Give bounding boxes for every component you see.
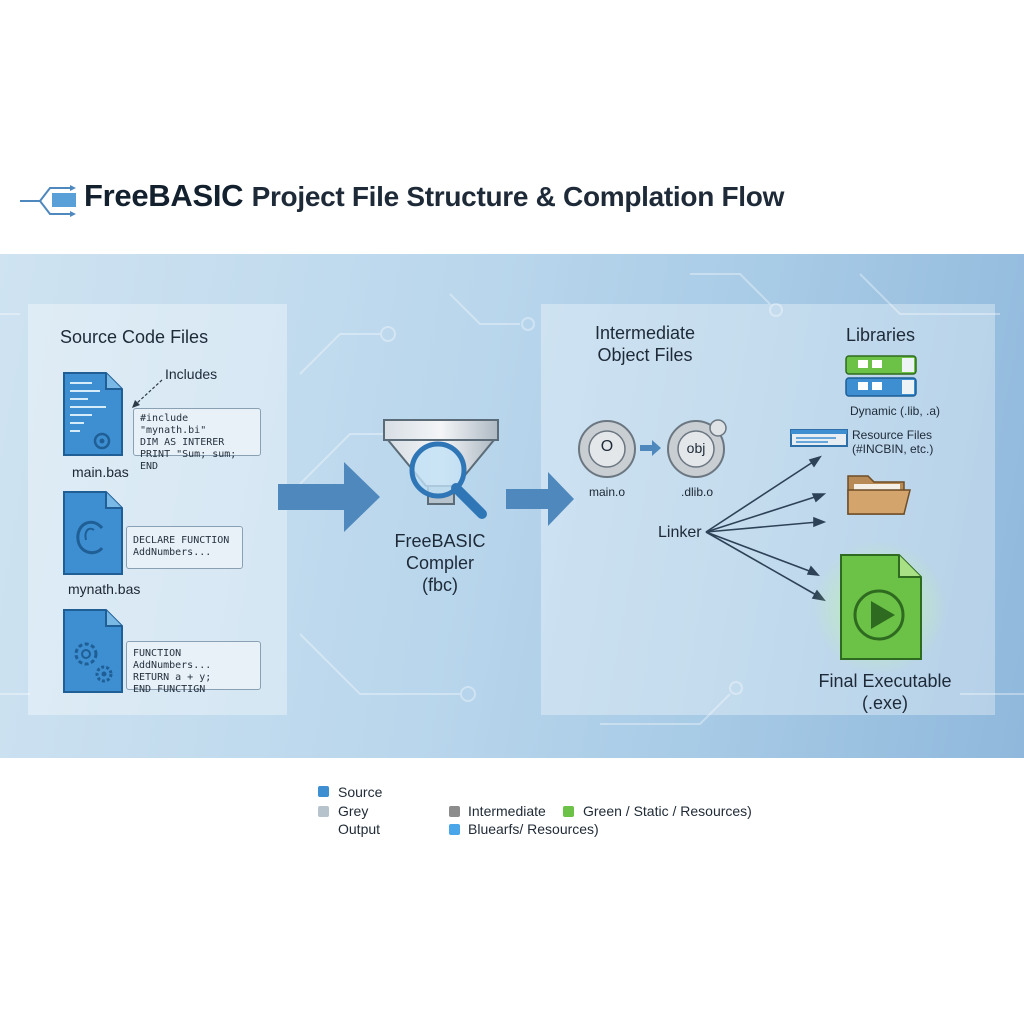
code-line: PRINT "Sum; sum; END: [140, 449, 237, 472]
code-line: RETURN a + y;: [133, 672, 212, 683]
books-icon: [845, 355, 917, 397]
mynath-bas-file-icon[interactable]: [62, 490, 124, 576]
legend-output: Output: [338, 821, 381, 837]
legend-source: Source: [338, 784, 383, 800]
dynamic-label: Dynamic (.lib, .a): [850, 404, 941, 418]
page-title: FreeBASIC Project File Structure & Compl…: [84, 178, 784, 214]
resource-label: Resource Files (#INCBIN, etc.): [852, 428, 933, 456]
main-bas-label: main.bas: [72, 464, 129, 480]
legend-swatch-green: [563, 806, 574, 817]
main-o-glyph: O: [600, 438, 614, 455]
resource-file-icon: [790, 429, 848, 447]
compiler-funnel-icon: [383, 419, 499, 519]
flow-arrow-to-objects: [506, 472, 574, 526]
linker-label: Linker: [658, 524, 702, 541]
legend-swatch-intermediate: [449, 806, 460, 817]
dlib-o-label: .dlib.o: [680, 485, 714, 499]
includes-label: Includes: [165, 366, 218, 382]
main-bas-code: #include "mynath.bi" DIM AS INTERER PRIN…: [133, 408, 261, 472]
compiler-label: FreeBASIC Compler (fbc): [378, 530, 502, 596]
module-file-icon[interactable]: [62, 608, 124, 694]
includes-arrow: [132, 379, 163, 408]
source-heading: Source Code Files: [60, 327, 209, 347]
title-rest: Project File Structure & Complation Flow: [251, 181, 785, 212]
legend-blue: Bluearfs/ Resources): [468, 821, 599, 837]
legend-swatch-blue: [449, 824, 460, 835]
main-o-icon: [578, 420, 636, 478]
compiler-line-2: Compler: [405, 553, 475, 573]
legend-green: Green / Static / Resources): [583, 803, 752, 819]
main-bas-file-icon[interactable]: [62, 371, 124, 457]
code-line: AddNumbers...: [133, 547, 212, 558]
legend-grey: Grey: [338, 803, 369, 819]
code-line: DIM AS INTERER: [140, 437, 225, 448]
final-executable-label: Final Executable (.exe): [810, 670, 960, 714]
final-label-1: Final Executable: [818, 671, 952, 691]
dlib-o-glyph: obj: [686, 440, 706, 456]
main-o-label: main.o: [588, 485, 626, 499]
code-line: END FUNCTIGN: [133, 684, 206, 695]
executable-file-icon[interactable]: [839, 553, 923, 661]
intermediate-heading-2: Object Files: [597, 345, 693, 365]
compiler-line-1: FreeBASIC: [394, 531, 486, 551]
title-icon: [20, 185, 76, 217]
flow-arrow-to-compiler: [278, 462, 380, 532]
dlib-o-icon: [667, 419, 727, 478]
code-line: DECLARE FUNCTION: [133, 535, 230, 546]
intermediate-heading-1: Intermediate: [594, 323, 696, 343]
folder-icon: [847, 475, 911, 515]
compiler-line-3: (fbc): [422, 575, 458, 595]
resource-label-2: (#INCBIN, etc.): [852, 442, 934, 456]
code-line: #include "mynath.bi": [140, 413, 207, 436]
title-prefix: FreeBASIC: [84, 178, 244, 213]
circuit-pattern: [0, 273, 1024, 725]
legend-intermediate: Intermediate: [468, 803, 546, 819]
legend-swatch-source: [318, 786, 329, 797]
mynath-bas-label: mynath.bas: [68, 581, 141, 597]
final-label-2: (.exe): [861, 693, 908, 713]
module-code: FUNCTION AddNumbers... RETURN a + y; END…: [126, 641, 261, 695]
code-line: FUNCTION AddNumbers...: [133, 648, 212, 671]
libraries-heading: Libraries: [846, 325, 916, 345]
intermediate-heading: Intermediate Object Files: [572, 322, 718, 366]
linker-rays: [705, 455, 827, 602]
mynath-bas-code: DECLARE FUNCTION AddNumbers...: [126, 526, 243, 569]
obj-arrow: [640, 440, 661, 456]
legend-swatch-grey: [318, 806, 329, 817]
resource-label-1: Resource Files: [852, 428, 933, 442]
